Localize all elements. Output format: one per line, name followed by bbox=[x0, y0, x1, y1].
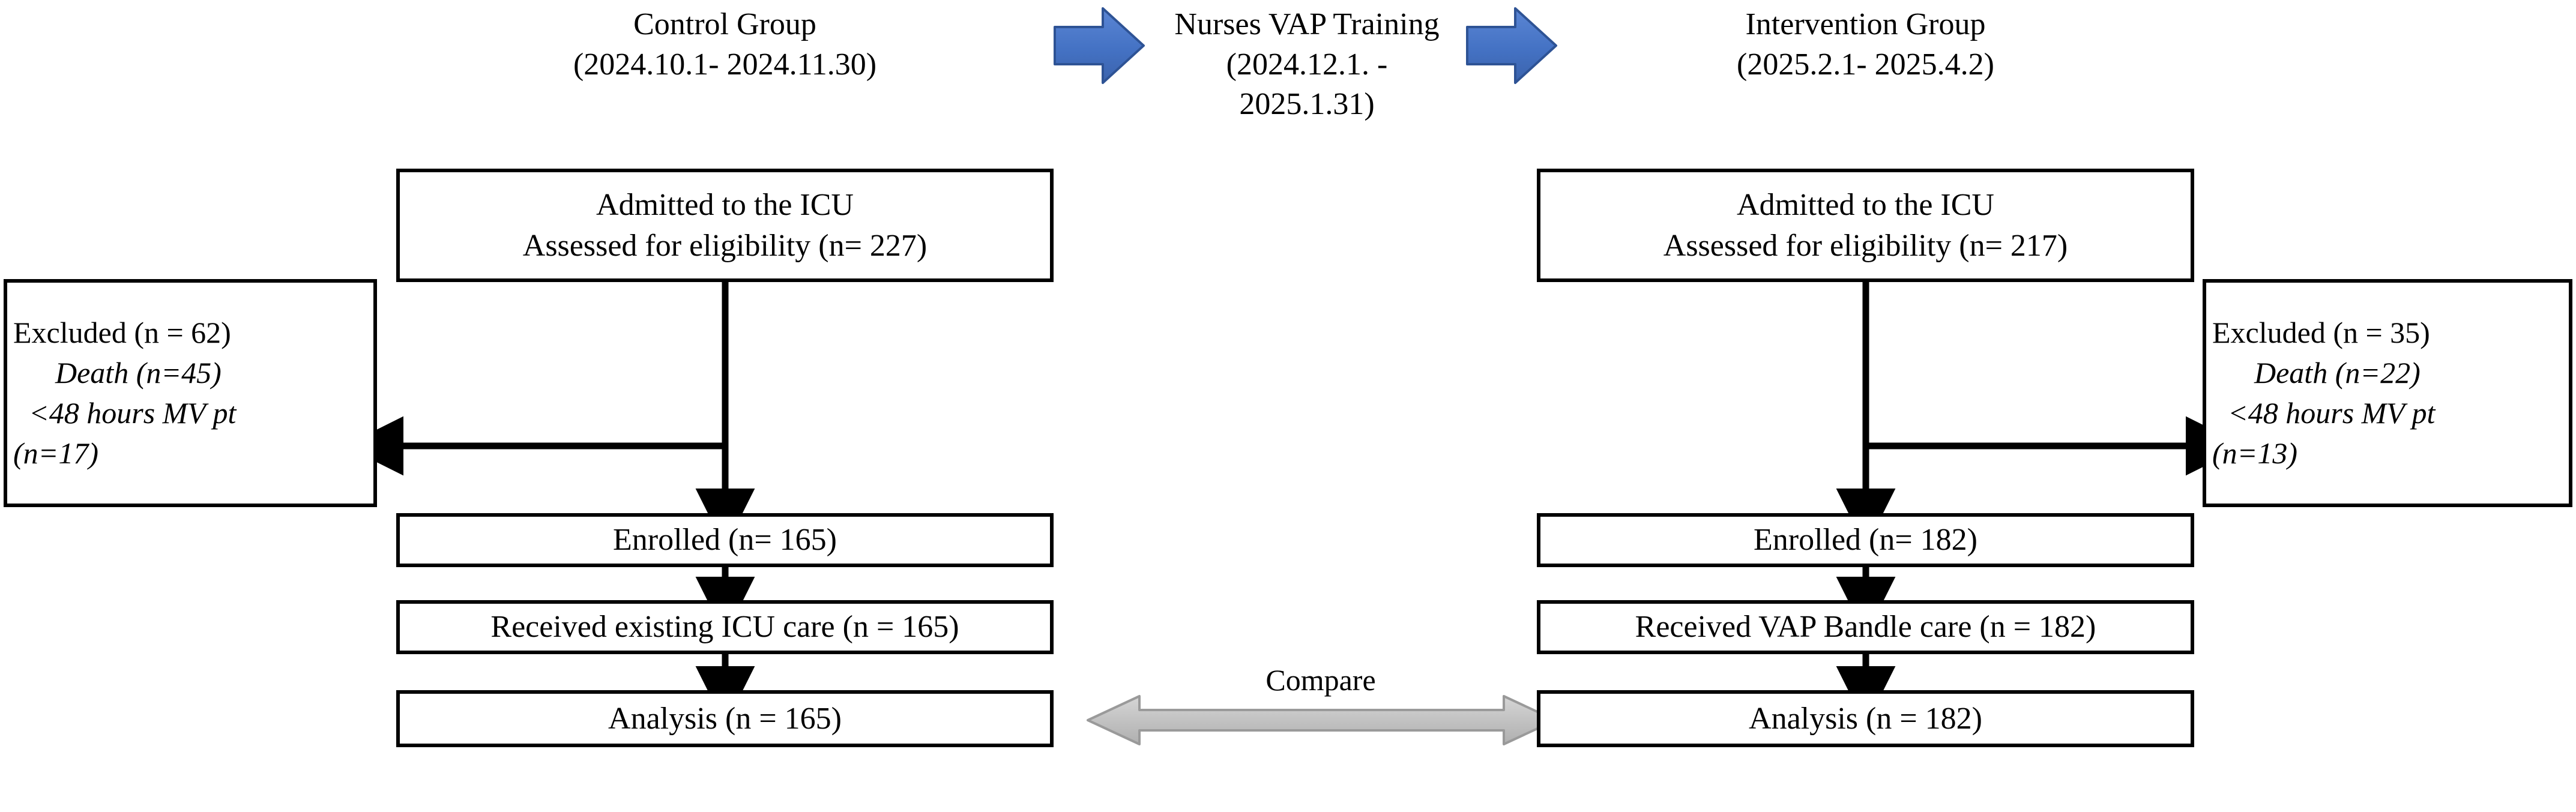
intervention-analysis-label: Analysis (n = 182) bbox=[1749, 701, 1982, 736]
intervention-group-period: (2025.2.1- 2025.4.2) bbox=[1737, 47, 1994, 82]
control-admitted-line1: Admitted to the ICU bbox=[596, 187, 854, 222]
intervention-excluded-box: Excluded (n = 35) Death (n=22) <48 hours… bbox=[2203, 279, 2572, 507]
intervention-admitted-line1: Admitted to the ICU bbox=[1737, 187, 1994, 222]
intervention-excluded-line2: Death (n=22) bbox=[2254, 356, 2421, 389]
control-group-period: (2024.10.1- 2024.11.30) bbox=[573, 47, 877, 82]
control-enrolled-box: Enrolled (n= 165) bbox=[396, 513, 1054, 567]
intervention-group-header: Intervention Group (2025.2.1- 2025.4.2) bbox=[1537, 5, 2194, 85]
double-headed-arrow-icon bbox=[1087, 695, 1557, 745]
intervention-admitted-line2: Assessed for eligibility (n= 217) bbox=[1663, 228, 2068, 263]
intervention-received-care-box: Received VAP Bandle care (n = 182) bbox=[1537, 600, 2194, 654]
intervention-enrolled-label: Enrolled (n= 182) bbox=[1753, 523, 1977, 558]
control-excluded-line3: <48 hours MV pt bbox=[29, 396, 237, 430]
control-admitted-line2: Assessed for eligibility (n= 227) bbox=[522, 228, 928, 263]
control-enrolled-label: Enrolled (n= 165) bbox=[612, 523, 837, 558]
training-title: Nurses VAP Training bbox=[1174, 7, 1440, 41]
control-group-header: Control Group (2024.10.1- 2024.11.30) bbox=[396, 5, 1054, 85]
training-header: Nurses VAP Training (2024.12.1. - 2025.1… bbox=[1148, 5, 1466, 125]
control-analysis-box: Analysis (n = 165) bbox=[396, 690, 1054, 747]
control-received-care-label: Received existing ICU care (n = 165) bbox=[490, 610, 959, 645]
control-admitted-box: Admitted to the ICU Assessed for eligibi… bbox=[396, 169, 1054, 282]
training-period-line1: (2024.12.1. - bbox=[1226, 47, 1388, 82]
control-excluded-box: Excluded (n = 62) Death (n=45) <48 hours… bbox=[4, 279, 377, 507]
intervention-excluded-line1: Excluded (n = 35) bbox=[2212, 316, 2430, 349]
intervention-analysis-box: Analysis (n = 182) bbox=[1537, 690, 2194, 747]
control-group-title: Control Group bbox=[633, 7, 816, 41]
control-analysis-label: Analysis (n = 165) bbox=[608, 701, 842, 736]
intervention-excluded-line3: <48 hours MV pt bbox=[2228, 396, 2436, 430]
compare-label: Compare bbox=[1265, 663, 1376, 697]
intervention-excluded-line4: (n=13) bbox=[2212, 436, 2298, 470]
intervention-group-title: Intervention Group bbox=[1745, 7, 1986, 41]
right-block-arrow-icon-left bbox=[1054, 7, 1145, 84]
control-excluded-line2: Death (n=45) bbox=[55, 356, 222, 389]
control-received-care-box: Received existing ICU care (n = 165) bbox=[396, 600, 1054, 654]
training-period-line2: 2025.1.31) bbox=[1239, 87, 1375, 122]
intervention-enrolled-box: Enrolled (n= 182) bbox=[1537, 513, 2194, 567]
control-excluded-line1: Excluded (n = 62) bbox=[13, 316, 231, 349]
control-excluded-line4: (n=17) bbox=[13, 436, 99, 470]
intervention-received-care-label: Received VAP Bandle care (n = 182) bbox=[1635, 610, 2096, 645]
intervention-admitted-box: Admitted to the ICU Assessed for eligibi… bbox=[1537, 169, 2194, 282]
